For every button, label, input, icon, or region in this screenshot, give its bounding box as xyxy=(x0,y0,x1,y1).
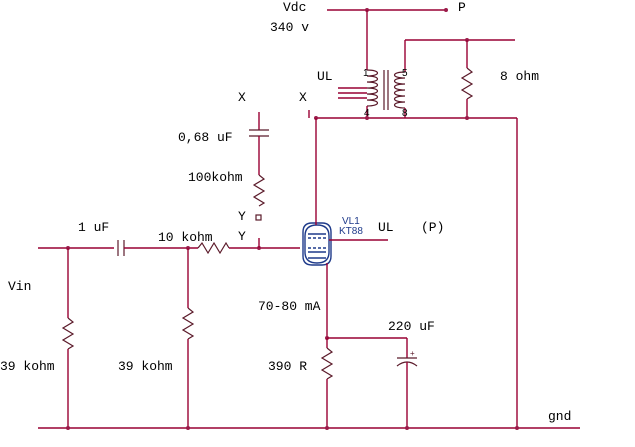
x-left-label: X xyxy=(238,90,246,105)
load-label: 8 ohm xyxy=(500,69,540,84)
tube-kt88 xyxy=(302,118,388,338)
current-label: 70-80 mA xyxy=(258,299,321,314)
vdc-label: Vdc xyxy=(283,0,307,15)
input-wiring xyxy=(38,238,300,256)
p-grid-label: (P) xyxy=(421,220,445,235)
feedback-network xyxy=(249,112,269,221)
output-transformer xyxy=(338,40,406,118)
cathode-network: + xyxy=(320,336,418,428)
cap-068-label: 0,68 uF xyxy=(178,130,233,145)
ground-rail xyxy=(38,426,580,430)
load-resistor xyxy=(314,38,518,428)
ul-transformer-label: UL xyxy=(317,69,333,84)
vin-label: Vin xyxy=(8,279,32,294)
res-390-label: 390 R xyxy=(268,359,308,374)
tube-type-label: KT88 xyxy=(339,226,363,237)
x-right-label: X xyxy=(299,90,307,105)
cap-in-label: 1 uF xyxy=(78,220,110,235)
pin-8-label: 8 xyxy=(402,108,408,119)
y-lower-label: Y xyxy=(238,229,246,244)
pin-1-label: 1 xyxy=(363,68,369,79)
res-10k-label: 10 kohm xyxy=(158,230,213,245)
cap-220-label: 220 uF xyxy=(388,319,435,334)
pin-5-label: 5 xyxy=(402,68,408,79)
polarity-plus: + xyxy=(410,349,415,358)
supply-wiring xyxy=(327,8,448,70)
res-39k-mid-label: 39 kohm xyxy=(118,359,173,374)
vdc-value-label: 340 v xyxy=(270,20,310,35)
grid-resistors xyxy=(61,248,195,428)
ul-grid-label: UL xyxy=(378,220,394,235)
pin-4-label: 4 xyxy=(364,108,370,119)
gnd-label: gnd xyxy=(548,409,572,424)
p-top-label: P xyxy=(458,0,466,15)
y-upper-label: Y xyxy=(238,209,246,224)
res-100k-label: 100kohm xyxy=(188,170,243,185)
res-39k-left-label: 39 kohm xyxy=(0,359,55,374)
tube-ref-label: VL1 xyxy=(342,216,360,227)
